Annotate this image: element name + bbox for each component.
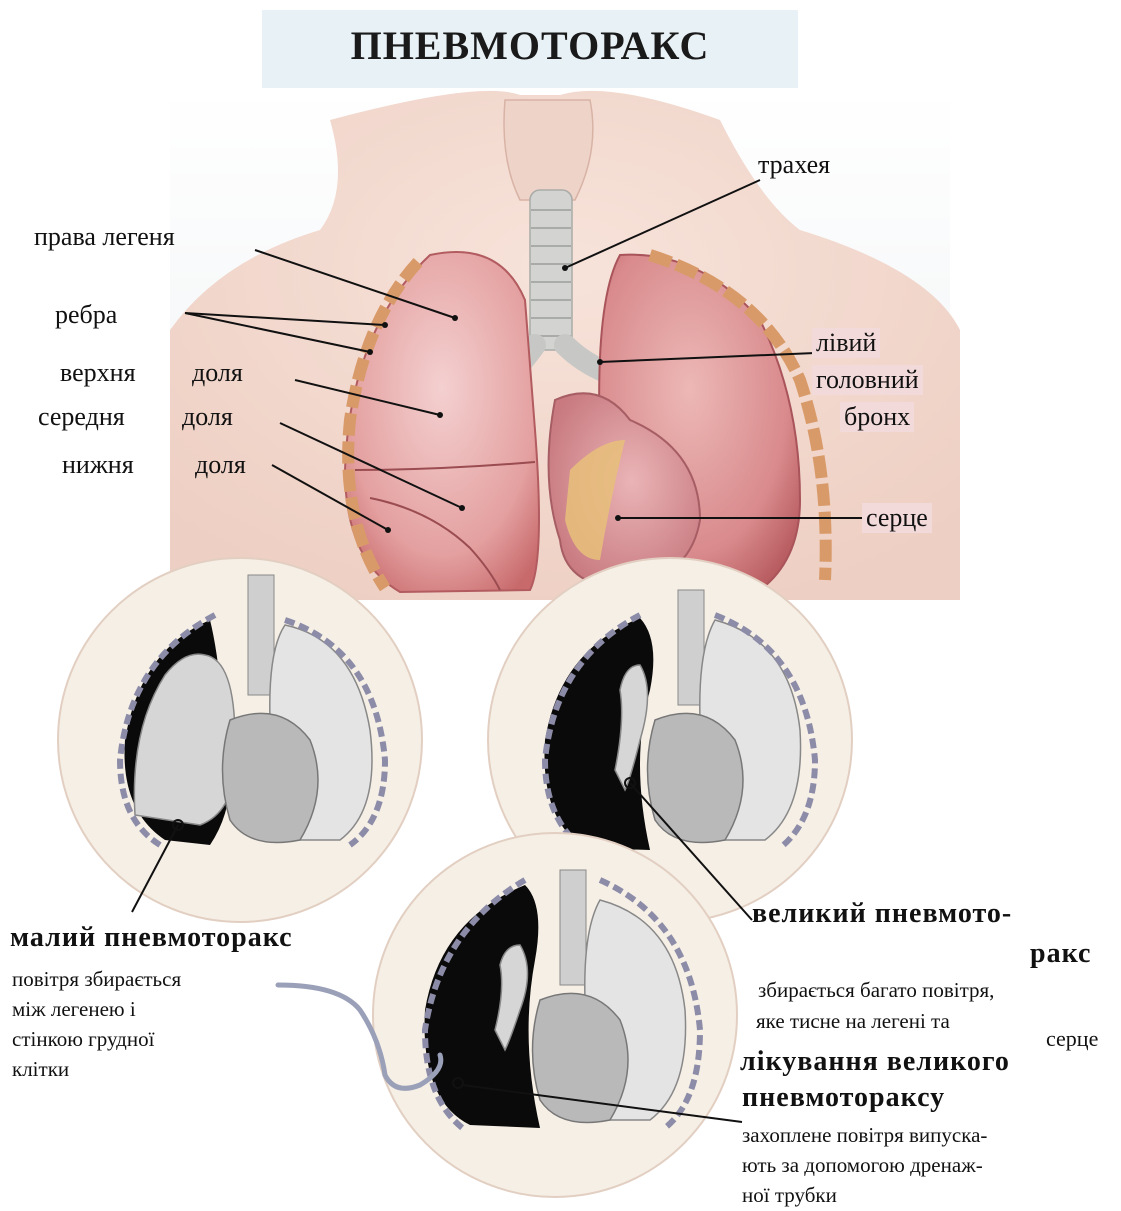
- label-left-bronchus-1: лівий: [812, 328, 880, 358]
- treatment-desc-line-1: захоплене повітря випуска-: [742, 1120, 987, 1150]
- large-desc-line-2: яке тисне на легені та: [756, 1006, 950, 1036]
- treatment-diagram: [373, 833, 737, 1197]
- label-lower-lobe-1: нижня: [62, 450, 134, 480]
- large-desc-line-1: збирається багато повітря,: [758, 975, 994, 1005]
- small-desc-line-3: стінкою грудної: [12, 1024, 154, 1054]
- label-ribs: ребра: [55, 300, 117, 330]
- label-trachea: трахея: [758, 150, 830, 180]
- label-lower-lobe-2: доля: [195, 450, 246, 480]
- label-middle-lobe-2: доля: [182, 402, 233, 432]
- label-left-bronchus-3: бронх: [840, 402, 914, 432]
- treatment-desc-line-2: ють за допомогою дренаж-: [742, 1150, 983, 1180]
- treatment-heading-2: пневмотораксу: [742, 1082, 945, 1114]
- small-pneumothorax-diagram: [58, 558, 422, 922]
- label-left-bronchus-2: головний: [812, 365, 923, 395]
- larynx: [504, 100, 593, 200]
- small-desc-line-4: клітки: [12, 1054, 69, 1084]
- page-title: ПНЕВМОТОРАКС: [262, 22, 798, 69]
- small-pneumothorax-heading: малий пневмоторакс: [10, 922, 293, 954]
- label-upper-lobe-2: доля: [192, 358, 243, 388]
- treatment-heading-1: лікування великого: [740, 1046, 1010, 1078]
- small-desc-line-2: між легенею і: [12, 994, 136, 1024]
- label-upper-lobe-1: верхня: [60, 358, 136, 388]
- large-desc-line-2-end: серце: [1046, 1026, 1098, 1052]
- large-pneumothorax-heading-1: великий пневмото-: [752, 898, 1012, 930]
- label-middle-lobe-1: середня: [38, 402, 125, 432]
- small-desc-line-1: повітря збирається: [12, 964, 181, 994]
- label-heart: серце: [862, 503, 932, 533]
- label-right-lung: права легеня: [34, 222, 175, 252]
- treatment-desc-line-3: ної трубки: [742, 1180, 837, 1210]
- large-pneumothorax-heading-2: ракс: [1030, 938, 1091, 970]
